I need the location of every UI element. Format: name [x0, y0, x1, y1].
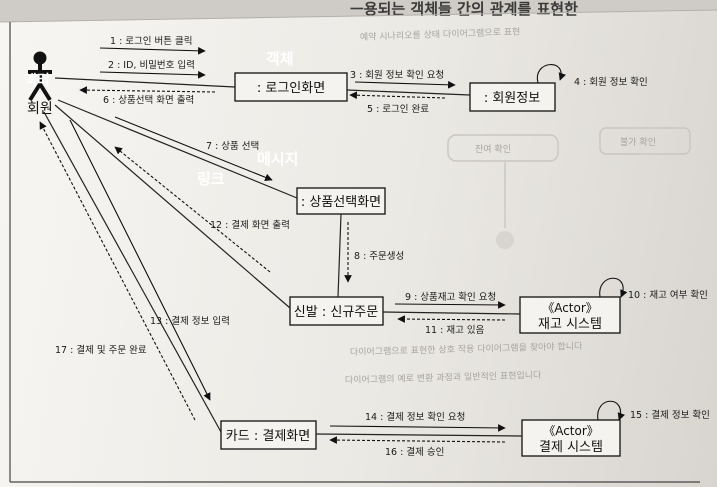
link-actor-login	[54, 77, 236, 88]
object-product-select-screen-label: : 상품선택화면	[301, 195, 381, 210]
ghost-text-lower: 다이어그램으로 표현한 상호 작용 다이어그램을 찾아야 합니다	[350, 340, 583, 358]
object-new-order	[289, 296, 384, 326]
message-arrow-4	[536, 64, 566, 84]
message-arrow-1	[99, 46, 206, 55]
annotation-object: 객체	[266, 50, 294, 68]
message-arrow-17	[39, 121, 196, 421]
message-arrow-7	[114, 116, 273, 181]
message-arrow-5	[349, 91, 446, 100]
message-3-label: 3 : 회원 정보 확인 요청	[350, 69, 444, 81]
object-payment-screen	[220, 420, 317, 450]
ghost-text-upper: 예약 시나리오를 상태 다이어그램으로 표현	[360, 25, 521, 43]
annotation-message: 메시지	[257, 150, 298, 168]
message-arrow-11	[397, 315, 506, 323]
message-arrow-10	[599, 277, 628, 298]
object-payment-system	[521, 419, 621, 457]
message-arrow-16	[329, 436, 506, 444]
object-product-select-screen	[296, 187, 386, 215]
actor-name: 회원	[27, 101, 53, 117]
message-10-label: 10 : 재고 여부 확인	[628, 289, 708, 301]
link-login-memberinfo	[346, 89, 471, 96]
ghost-state	[496, 231, 514, 249]
object-payment-system-stereotype: 《Actor》	[543, 424, 599, 438]
object-payment-screen-label: 카드 : 결제화면	[226, 429, 310, 444]
message-2-label: 2 : ID, 비밀번호 입력	[108, 59, 195, 71]
message-1-label: 1 : 로그인 버튼 클릭	[110, 35, 193, 47]
message-arrow-6	[79, 86, 216, 94]
object-login-screen-label: : 로그인화면	[257, 81, 325, 96]
message-14-label: 14 : 결제 정보 확인 요청	[365, 411, 465, 423]
object-stock-system-label: 재고 시스템	[538, 317, 602, 332]
object-member-info-label: : 회원정보	[484, 91, 540, 106]
message-arrow-2	[99, 70, 206, 79]
object-new-order-label: 신발 : 신규주문	[294, 305, 378, 320]
message-6-label: 6 : 상품선택 화면 출력	[103, 94, 194, 106]
message-7-label: 7 : 상품 선택	[206, 141, 259, 152]
object-stock-system-stereotype: 《Actor》	[542, 301, 598, 315]
ghost-box-1	[447, 134, 559, 162]
link-product-order	[337, 213, 342, 298]
message-arrow-14	[329, 424, 506, 432]
object-login-screen	[234, 72, 348, 102]
object-stock-system	[519, 296, 621, 334]
link-order-stock	[382, 311, 521, 315]
links	[43, 77, 523, 437]
message-15-label: 15 : 결제 정보 확인	[630, 409, 710, 421]
message-4-label: 4 : 회원 정보 확인	[574, 76, 648, 88]
message-5-label: 5 : 로그인 완료	[367, 104, 429, 115]
link-payment-paysystem	[315, 433, 523, 437]
object-payment-system-label: 결제 시스템	[539, 440, 603, 455]
message-16-label: 16 : 결제 승인	[385, 447, 444, 458]
message-arrow-12	[114, 146, 271, 273]
object-member-info	[469, 82, 556, 112]
page-edge	[0, 9, 717, 23]
message-12-label: 12 : 결제 화면 출력	[210, 219, 290, 231]
actor-member	[28, 51, 52, 102]
message-8-label: 8 : 주문생성	[354, 251, 404, 262]
ghost-box-2	[599, 127, 691, 155]
ghost-text-lower2: 다이어그램의 예로 변환 과정과 일반적인 표현입니다	[345, 369, 542, 386]
message-arrow-9	[394, 301, 506, 309]
ghost-box-1-label: 잔여 확인	[475, 143, 511, 155]
message-9-label: 9 : 상품재고 확인 요청	[405, 291, 496, 303]
link-actor-payment	[43, 111, 222, 433]
annotation-link: 링크	[197, 170, 225, 188]
ghost-box-2-label: 불가 확인	[620, 136, 656, 148]
page-shadow	[0, 0, 717, 22]
message-13-label: 13 : 결제 정보 입력	[150, 315, 230, 327]
annotation-actor: 액터	[24, 72, 50, 89]
message-arrow-15	[597, 400, 625, 421]
message-17-label: 17 : 결제 및 주문 완료	[55, 344, 147, 356]
message-11-label: 11 : 재고 있음	[425, 324, 485, 336]
message-arrow-3	[354, 80, 456, 89]
link-actor-order	[54, 104, 291, 309]
link-actor-product	[57, 99, 298, 199]
message-arrow-13	[69, 119, 211, 401]
